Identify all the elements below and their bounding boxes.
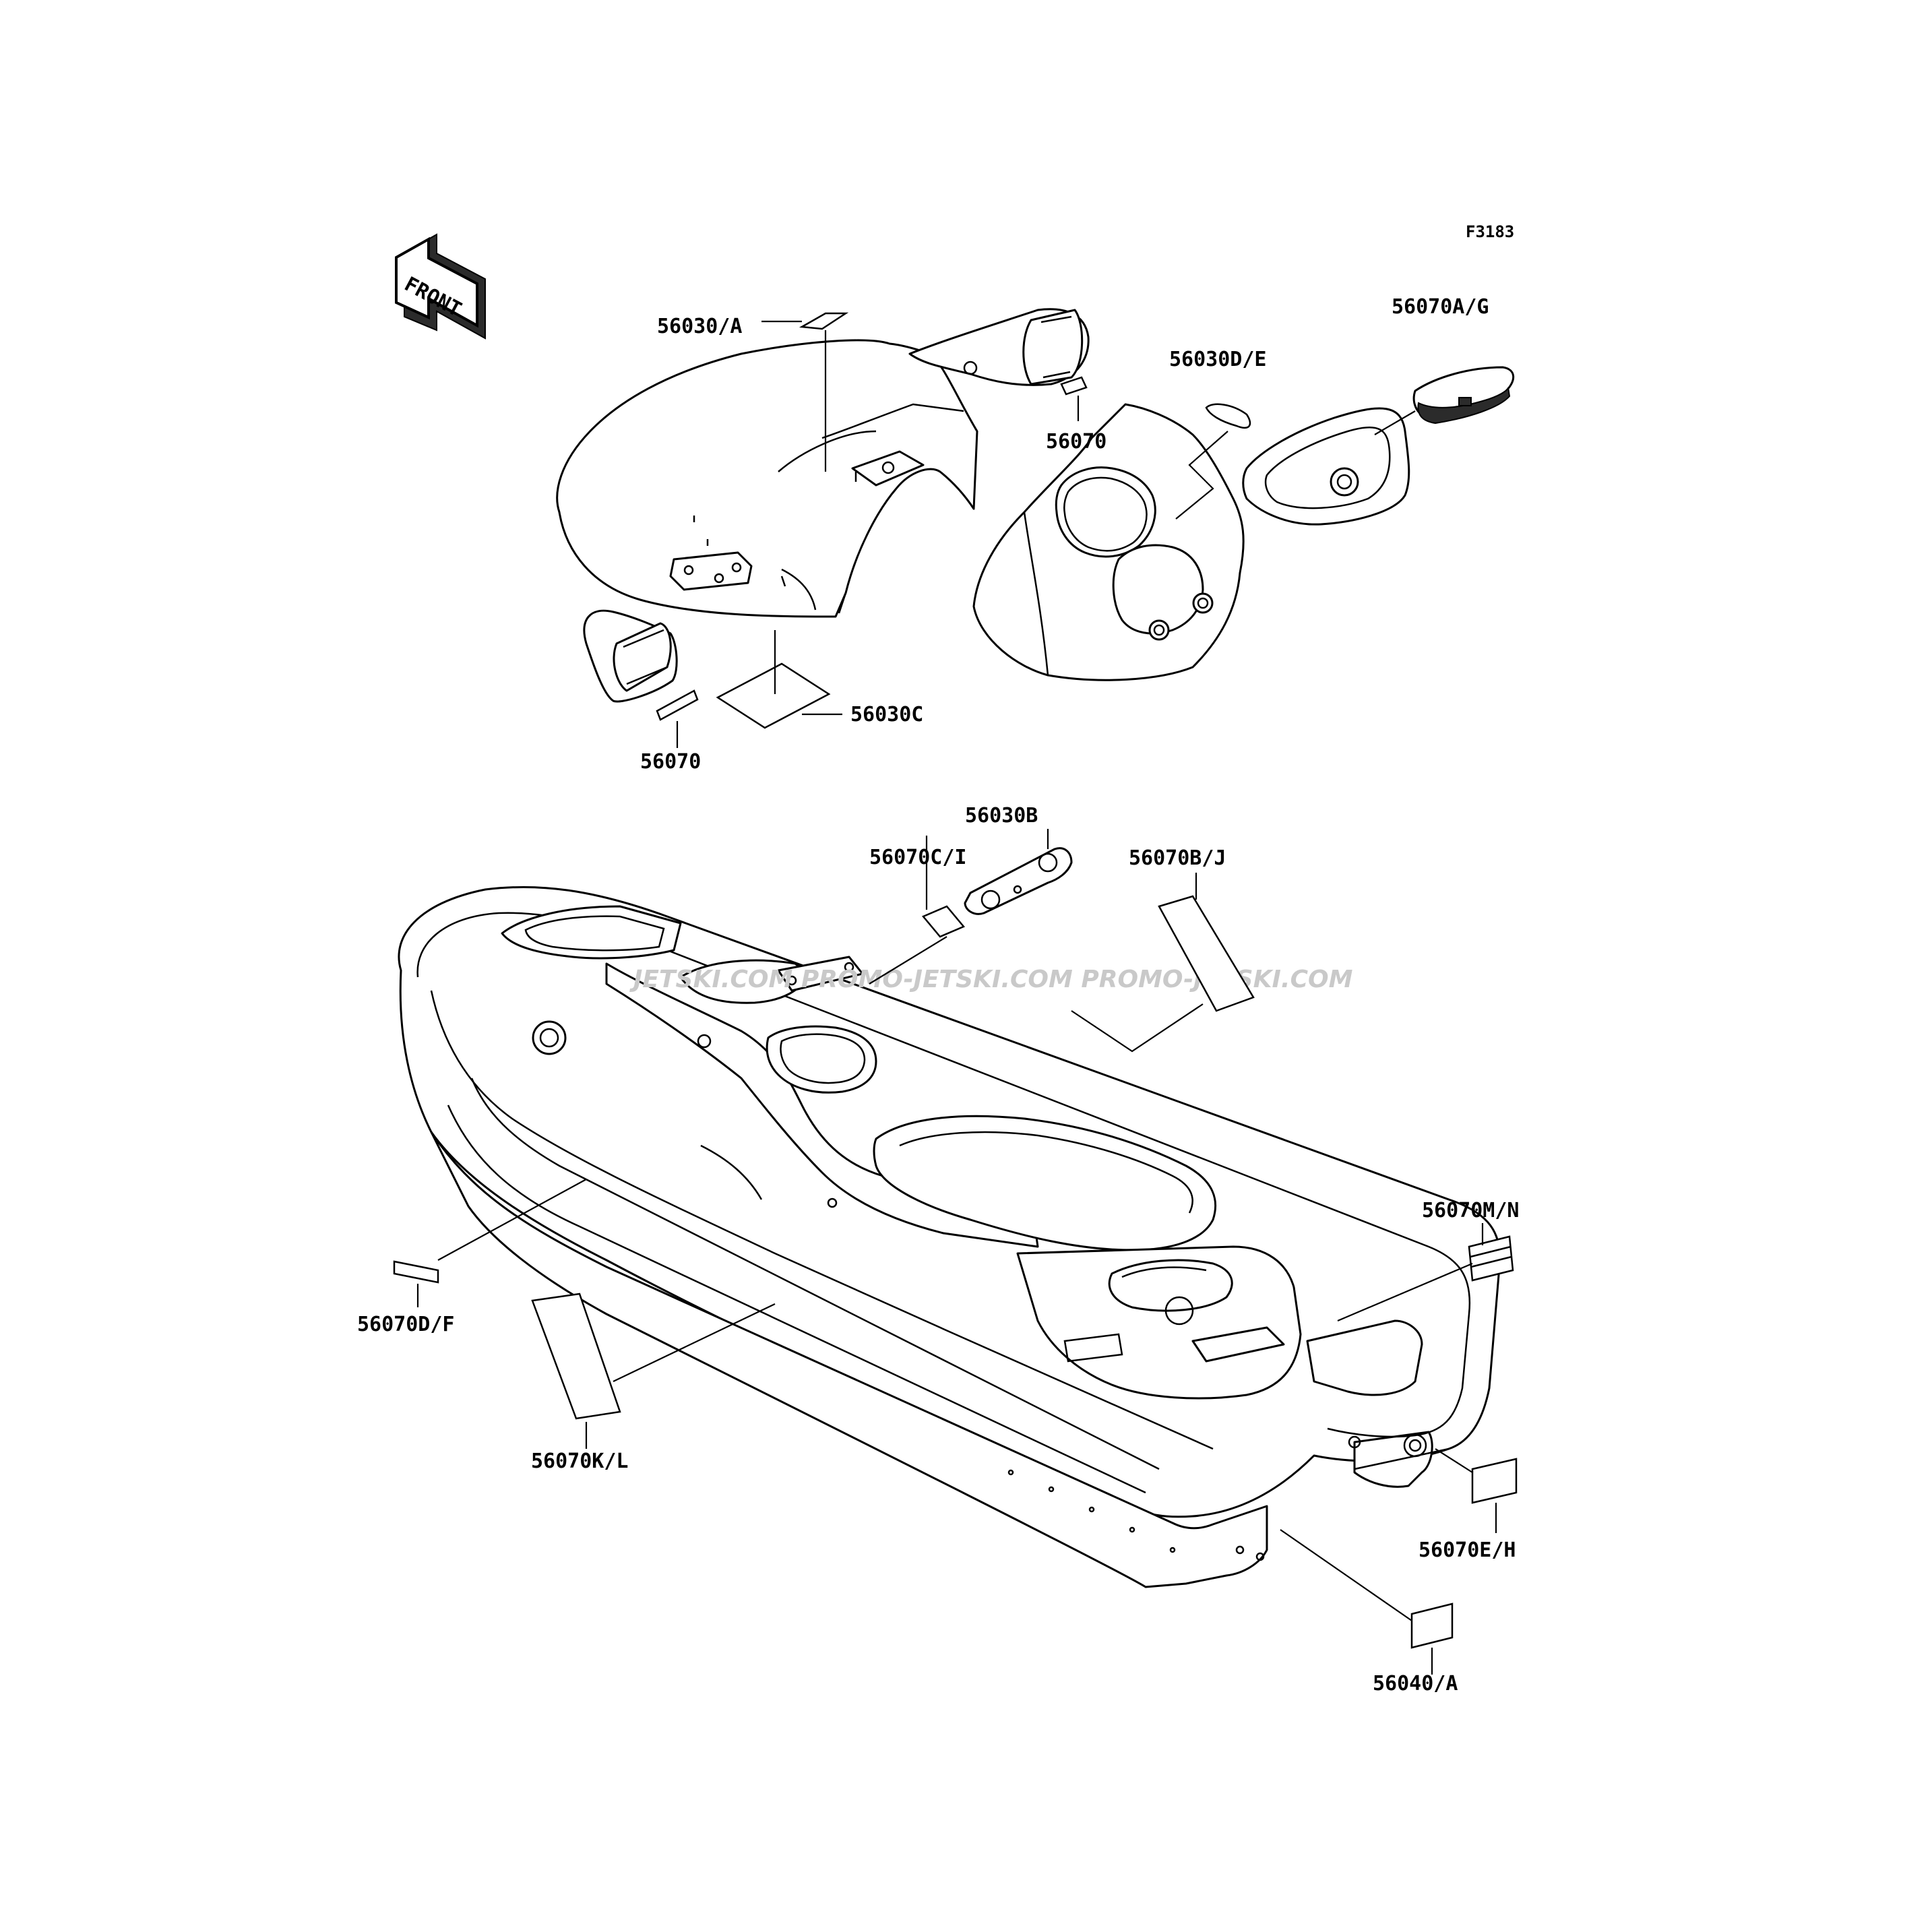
label-56030B: 56030B xyxy=(965,804,1038,828)
decal-56070M-N xyxy=(1468,1235,1514,1282)
front-arrow-icon: FRONT xyxy=(395,233,486,340)
storage-lid xyxy=(1242,407,1410,526)
decal-56070-left xyxy=(656,689,699,721)
decal-56030B xyxy=(964,847,1073,915)
label-56070E-H: 56070E/H xyxy=(1419,1538,1516,1562)
handle-cover xyxy=(1412,366,1515,425)
upper-mirror xyxy=(908,308,1090,386)
label-56070C-I: 56070C/I xyxy=(869,846,967,869)
decal-56070D-F xyxy=(393,1260,439,1284)
left-mirror xyxy=(583,609,678,703)
label-56070K-L: 56070K/L xyxy=(531,1450,629,1473)
decal-56040-A xyxy=(1410,1602,1454,1649)
label-56030-A: 56030/A xyxy=(657,315,742,338)
decal-56070K-L xyxy=(531,1292,621,1420)
figure-code: F3183 xyxy=(1466,222,1514,241)
instrument-console xyxy=(972,403,1245,681)
decal-56070B-J xyxy=(1158,895,1255,1012)
decal-56070-top xyxy=(1060,376,1088,396)
label-56070-top: 56070 xyxy=(1046,430,1107,454)
hood-cover xyxy=(556,339,978,618)
label-56070D-F: 56070D/F xyxy=(357,1313,455,1336)
label-56070B-J: 56070B/J xyxy=(1129,846,1226,870)
label-56030C: 56030C xyxy=(850,703,923,726)
hull xyxy=(398,885,1501,1588)
decal-56070E-H xyxy=(1471,1458,1518,1504)
decal-56030D-E xyxy=(1205,403,1251,429)
decal-56030C xyxy=(716,662,831,729)
label-56070A-G: 56070A/G xyxy=(1392,295,1489,319)
label-56030D-E: 56030D/E xyxy=(1169,348,1267,371)
decal-56070C-I xyxy=(921,905,966,938)
label-56070-left: 56070 xyxy=(640,750,701,774)
decal-56030-A xyxy=(799,312,849,330)
label-56040-A: 56040/A xyxy=(1373,1672,1458,1695)
label-56070M-N: 56070M/N xyxy=(1422,1199,1520,1222)
